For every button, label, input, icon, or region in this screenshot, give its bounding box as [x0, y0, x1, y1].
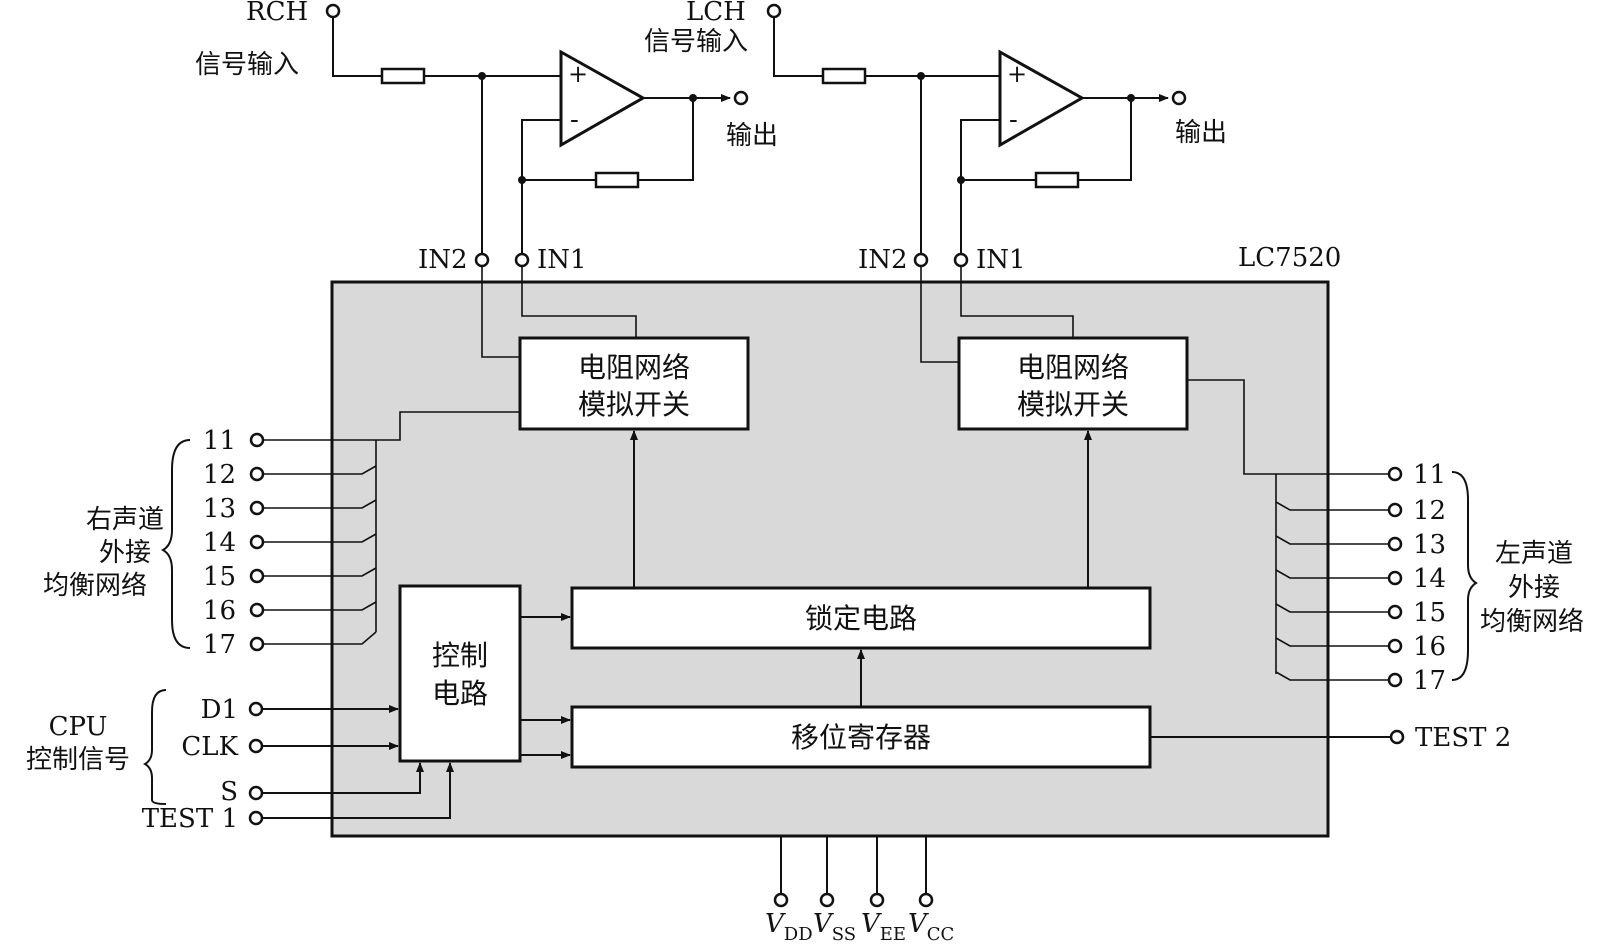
left-resistor-network-block: 电阻网络 模拟开关 — [957, 336, 1189, 431]
svg-text:外接: 外接 — [99, 538, 151, 568]
svg-text:+: + — [568, 60, 588, 88]
svg-text:电路: 电路 — [432, 677, 488, 710]
svg-text:16: 16 — [203, 596, 236, 626]
svg-text:VCC: VCC — [908, 909, 954, 945]
svg-text:移位寄存器: 移位寄存器 — [791, 721, 931, 754]
svg-text:13: 13 — [1413, 530, 1446, 560]
svg-text:VEE: VEE — [861, 909, 906, 945]
svg-text:S: S — [220, 777, 238, 807]
right-channel-amplifier: RCH 信号输入 + - 输出 IN2 IN1 — [195, 0, 778, 275]
svg-text:15: 15 — [203, 562, 236, 592]
lch-opamp — [998, 49, 1086, 148]
svg-text:右声道: 右声道 — [86, 505, 164, 535]
test2-label: TEST 2 — [1415, 723, 1511, 753]
rch-pin — [325, 3, 341, 19]
lch-pin — [766, 3, 782, 19]
svg-text:CPU: CPU — [49, 712, 108, 742]
svg-text:锁定电路: 锁定电路 — [805, 602, 917, 635]
lch-in2-pin — [913, 252, 929, 268]
power-pins: VDD VSS VEE VCC — [765, 836, 954, 945]
lch-input-resistor — [821, 67, 867, 85]
rch-in2-pin — [474, 252, 490, 268]
right-resistor-network-block: 电阻网络 模拟开关 — [518, 336, 750, 431]
svg-text:D1: D1 — [201, 695, 238, 725]
rch-output-label: 输出 — [726, 121, 778, 151]
rch-input-resistor — [380, 67, 426, 85]
lch-feedback-resistor — [1034, 171, 1080, 189]
svg-text:17: 17 — [203, 630, 236, 660]
lch-output-pin — [1171, 90, 1187, 106]
svg-text:电阻网络: 电阻网络 — [578, 351, 690, 384]
chip-name: LC7520 — [1238, 243, 1341, 273]
svg-text:控制: 控制 — [432, 639, 488, 672]
right-eq-pins: 右声道 外接 均衡网络 11 12 13 14 15 16 17 — [43, 411, 520, 660]
svg-text:电阻网络: 电阻网络 — [1017, 351, 1129, 384]
svg-text:CLK: CLK — [181, 732, 238, 762]
rch-opamp — [559, 49, 647, 148]
lch-input-label: 信号输入 — [644, 27, 748, 57]
svg-text:均衡网络: 均衡网络 — [43, 571, 147, 601]
svg-text:12: 12 — [1413, 496, 1446, 526]
svg-text:模拟开关: 模拟开关 — [578, 388, 690, 421]
lch-in1-pin — [953, 252, 969, 268]
svg-text:16: 16 — [1413, 632, 1446, 662]
svg-text:-: - — [570, 105, 579, 135]
lch-in1-label: IN1 — [976, 245, 1026, 275]
latch-block: 锁定电路 — [570, 586, 1152, 650]
svg-text:11: 11 — [203, 426, 236, 456]
svg-text:15: 15 — [1413, 598, 1446, 628]
svg-text:模拟开关: 模拟开关 — [1017, 388, 1129, 421]
svg-text:13: 13 — [203, 494, 236, 524]
rch-input-label: 信号输入 — [195, 50, 299, 80]
left-channel-amplifier: LCH 信号输入 + - 输出 IN2 IN1 — [644, 0, 1227, 275]
rch-label: RCH — [246, 0, 308, 27]
svg-text:17: 17 — [1413, 666, 1446, 696]
rch-output-pin — [733, 90, 749, 106]
svg-text:14: 14 — [203, 528, 236, 558]
svg-text:12: 12 — [203, 460, 236, 490]
svg-text:VSS: VSS — [813, 909, 856, 945]
rch-in2-label: IN2 — [418, 245, 468, 275]
svg-text:TEST 1: TEST 1 — [142, 804, 238, 834]
svg-text:-: - — [1009, 105, 1018, 135]
control-circuit-block: 控制 电路 — [398, 584, 522, 763]
svg-text:+: + — [1007, 60, 1027, 88]
rch-in1-label: IN1 — [537, 245, 587, 275]
svg-text:外接: 外接 — [1508, 573, 1560, 603]
cpu-control-signals: CPU 控制信号 D1 CLK S TEST 1 — [26, 689, 454, 834]
svg-text:控制信号: 控制信号 — [26, 745, 130, 775]
test2-pin — [1389, 729, 1405, 745]
svg-text:11: 11 — [1413, 460, 1446, 490]
svg-text:14: 14 — [1413, 564, 1446, 594]
lch-output-label: 输出 — [1175, 118, 1227, 148]
lch-label: LCH — [686, 0, 746, 27]
rch-in1-pin — [514, 252, 530, 268]
shift-register-block: 移位寄存器 — [570, 705, 1152, 769]
svg-text:左声道: 左声道 — [1495, 539, 1573, 569]
rch-feedback-resistor — [594, 171, 640, 189]
left-eq-pins: 11 12 13 14 15 16 17 左声道 外接 均衡网络 — [1187, 379, 1584, 696]
lch-in2-label: IN2 — [858, 245, 908, 275]
svg-text:VDD: VDD — [765, 909, 813, 945]
svg-text:均衡网络: 均衡网络 — [1480, 607, 1584, 637]
